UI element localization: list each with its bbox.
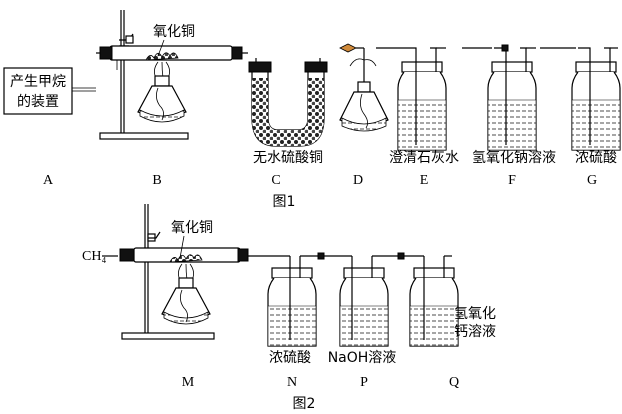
gas-ch4-label: CH₄ (82, 249, 106, 264)
wash-bottle-N (267, 252, 352, 347)
wash-bottle-F (462, 44, 537, 151)
heated-tube-apparatus-B: 氧化铜 (96, 10, 248, 140)
label-g-sulfuric-acid: 浓硫酸 (575, 150, 617, 166)
copper-oxide-label-2: 氧化铜 (171, 220, 213, 236)
letter-f: F (508, 173, 516, 188)
letter-p: P (360, 375, 368, 390)
wash-bottle-P (339, 252, 424, 347)
letter-n: N (287, 375, 297, 390)
label-e-limewater: 澄清石灰水 (389, 150, 459, 166)
letter-b: B (152, 173, 161, 188)
heated-tube-apparatus-M: 氧化铜 (119, 204, 290, 340)
label-c-anhydrous-copper-sulfate: 无水硫酸铜 (253, 150, 323, 166)
letter-d: D (353, 173, 363, 188)
label-q-line2: 钙溶液 (454, 324, 496, 340)
u-tube-C (248, 58, 328, 147)
box-label-line2: 的装置 (17, 94, 59, 110)
figure2-caption: 图2 (293, 396, 316, 412)
wash-bottle-G (540, 47, 621, 151)
box-label-line1: 产生甲烷 (10, 74, 66, 90)
label-q-line1: 氢氧化 (454, 306, 496, 322)
letter-e: E (420, 173, 429, 188)
letter-q: Q (449, 375, 459, 390)
letter-c: C (271, 173, 280, 188)
wash-bottle-E (376, 47, 447, 151)
label-n-sulfuric-acid: 浓硫酸 (269, 350, 311, 366)
letter-m: M (182, 375, 195, 390)
label-f-naoh: 氢氧化钠溶液 (472, 150, 556, 166)
letter-a: A (43, 173, 54, 188)
label-p-naoh: NaOH溶液 (328, 350, 397, 366)
copper-oxide-label-1: 氧化铜 (153, 24, 195, 40)
methane-generator-box: 产生甲烷 的装置 (3, 67, 96, 115)
figure1-caption: 图1 (273, 194, 296, 210)
wash-bottle-Q (409, 255, 459, 347)
burner-D (339, 43, 389, 132)
letter-g: G (587, 173, 597, 188)
